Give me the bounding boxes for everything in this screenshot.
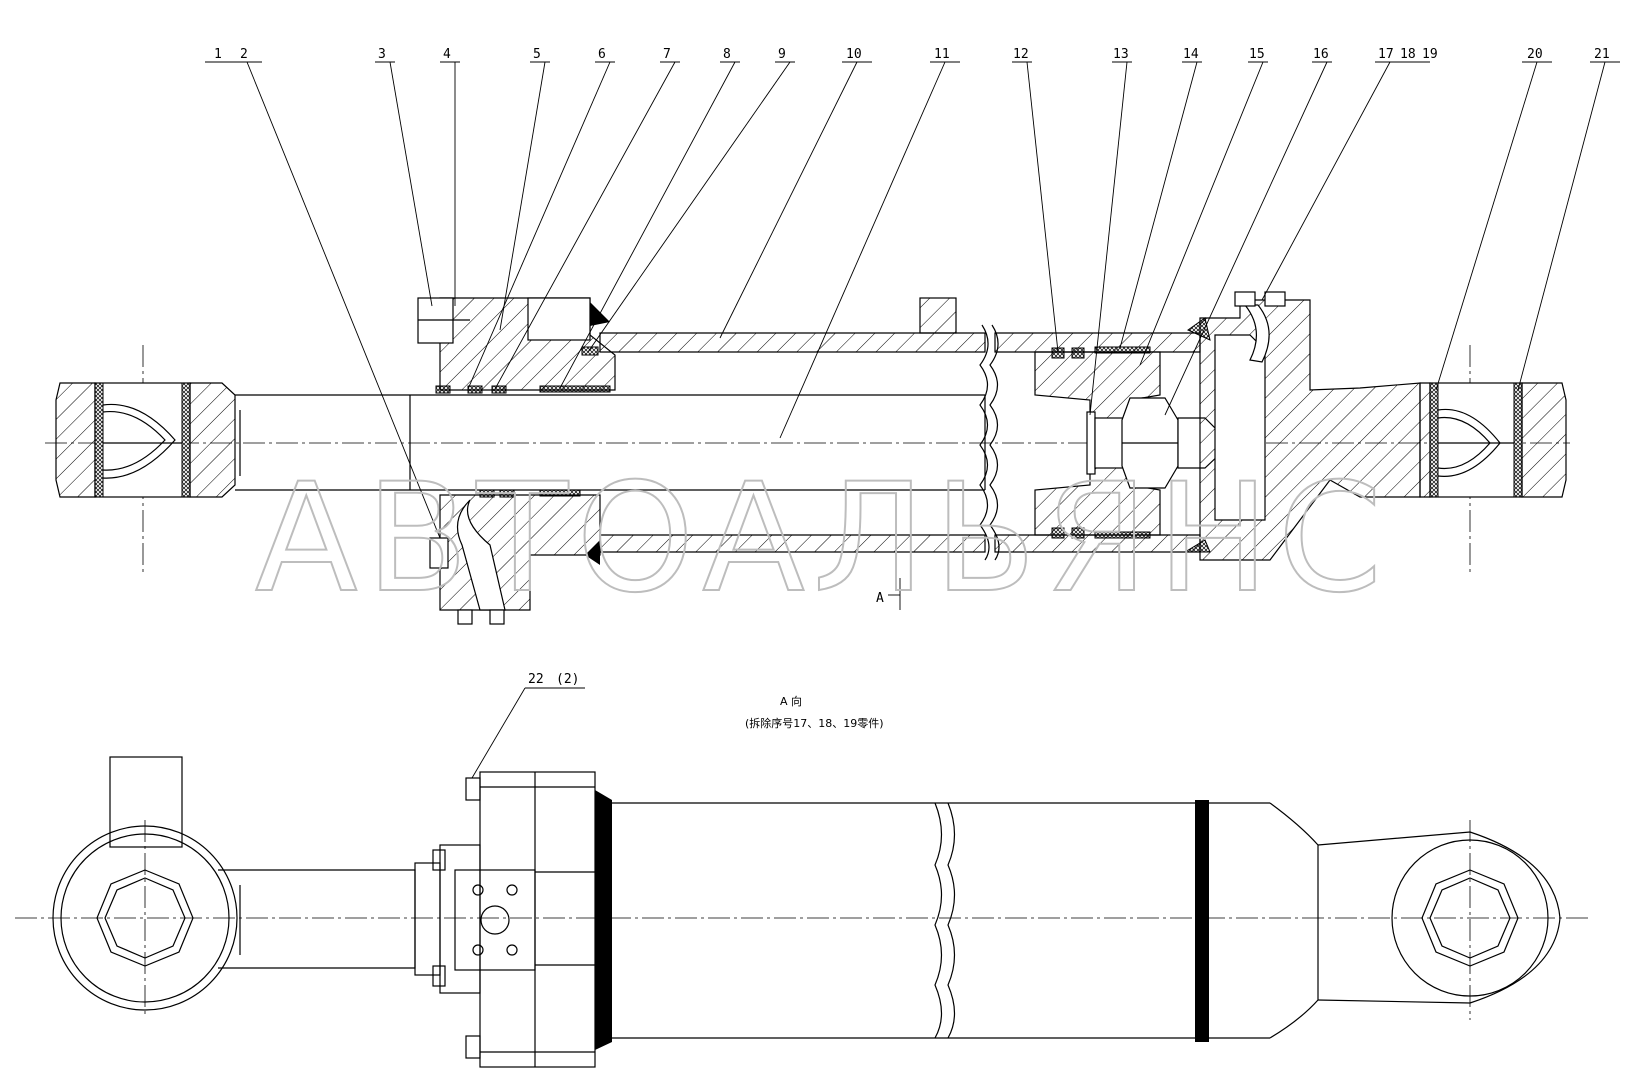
view-a-title: A 向	[780, 694, 802, 708]
cylinder-base	[1183, 291, 1421, 561]
callout-12: 12	[1013, 47, 1029, 62]
callout-2: 2	[240, 47, 248, 62]
view-a-rod	[218, 862, 441, 976]
callout-22-quantity: (2)	[556, 672, 579, 687]
view-a-tube	[612, 800, 1561, 1042]
callout-16: 16	[1313, 47, 1329, 62]
watermark: АВТОАЛЬЯНС	[255, 452, 1390, 626]
cylinder-tube	[599, 297, 1201, 561]
right-eye	[1419, 382, 1567, 498]
section-view: A	[45, 291, 1570, 625]
view-a-gland	[432, 771, 612, 1068]
callout-6: 6	[598, 47, 606, 62]
callout-9: 9	[778, 47, 786, 62]
callout-1: 1	[214, 47, 222, 62]
guide-sleeve-upper	[417, 297, 616, 394]
callout-4: 4	[443, 47, 451, 62]
callout-7: 7	[663, 47, 671, 62]
piston-rod	[235, 394, 986, 491]
callout-21: 21	[1594, 47, 1610, 62]
callout-11: 11	[934, 47, 950, 62]
piston	[1034, 346, 1161, 539]
section-marker-a: A	[876, 578, 901, 610]
callout-22: 22	[528, 672, 544, 687]
callout-20: 20	[1527, 47, 1543, 62]
view-a-note: (拆除序号17、18、19零件)	[745, 716, 884, 730]
view-a-right-eye	[1391, 820, 1549, 1020]
callout-labels: 1 2 3 4 5 6 7 8 9 10 11 12 13 14 15 16 1…	[214, 47, 1610, 687]
callout-17: 17	[1378, 47, 1394, 62]
callout-14: 14	[1183, 47, 1199, 62]
callout-18: 18	[1400, 47, 1416, 62]
callout-5: 5	[533, 47, 541, 62]
view-a-exterior	[15, 756, 1590, 1068]
callout-8: 8	[723, 47, 731, 62]
left-rod-eye	[55, 382, 236, 498]
callout-10: 10	[846, 47, 862, 62]
callout-13: 13	[1113, 47, 1129, 62]
view-a-left-eye	[52, 756, 238, 1015]
callout-19: 19	[1422, 47, 1438, 62]
callout-3: 3	[378, 47, 386, 62]
section-marker-label: A	[876, 591, 884, 606]
callout-15: 15	[1249, 47, 1265, 62]
callout-leaders	[205, 61, 1620, 779]
guide-sleeve-lower	[429, 489, 601, 625]
